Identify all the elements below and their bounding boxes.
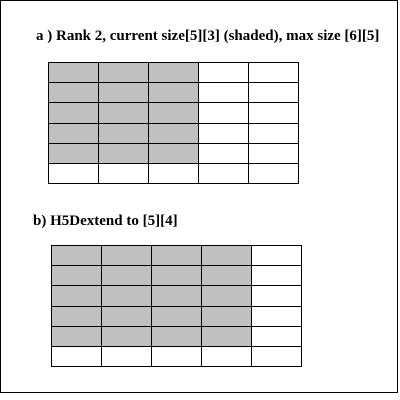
empty-cell: [102, 346, 151, 367]
empty-cell: [199, 63, 248, 83]
empty-cell: [249, 103, 298, 123]
shaded-cell: [149, 83, 198, 103]
shaded-cell: [152, 286, 201, 306]
shaded-cell: [52, 326, 101, 346]
shaded-cell: [102, 286, 151, 306]
diagram-frame: [0, 0, 398, 393]
shaded-cell: [99, 143, 148, 163]
shaded-cell: [152, 326, 201, 346]
shaded-cell: [52, 306, 101, 326]
shaded-cell: [49, 63, 98, 83]
shaded-cell: [52, 246, 101, 266]
shaded-cell: [152, 266, 201, 286]
empty-cell: [199, 103, 248, 123]
shaded-cell: [202, 326, 251, 346]
shaded-cell: [152, 306, 201, 326]
shaded-cell: [49, 83, 98, 103]
empty-cell: [252, 266, 301, 286]
empty-cell: [199, 163, 248, 184]
empty-cell: [249, 163, 298, 184]
shaded-cell: [202, 306, 251, 326]
shaded-cell: [99, 83, 148, 103]
shaded-cell: [202, 286, 251, 306]
shaded-cell: [149, 63, 198, 83]
empty-cell: [252, 326, 301, 346]
shaded-cell: [49, 123, 98, 143]
shaded-cell: [102, 266, 151, 286]
shaded-cell: [99, 103, 148, 123]
empty-cell: [99, 163, 148, 184]
empty-cell: [202, 346, 251, 367]
empty-cell: [52, 346, 101, 367]
shaded-cell: [49, 103, 98, 123]
empty-cell: [249, 123, 298, 143]
empty-cell: [49, 163, 98, 184]
shaded-cell: [202, 246, 251, 266]
shaded-cell: [99, 63, 148, 83]
shaded-cell: [102, 246, 151, 266]
empty-cell: [199, 123, 248, 143]
empty-cell: [249, 143, 298, 163]
caption-a: a ) Rank 2, current size[5][3] (shaded),…: [36, 28, 380, 44]
empty-cell: [199, 83, 248, 103]
empty-cell: [199, 143, 248, 163]
empty-cell: [249, 63, 298, 83]
shaded-cell: [99, 123, 148, 143]
empty-cell: [252, 346, 301, 367]
shaded-cell: [102, 326, 151, 346]
empty-cell: [252, 306, 301, 326]
empty-cell: [152, 346, 201, 367]
shaded-cell: [149, 143, 198, 163]
empty-cell: [249, 83, 298, 103]
dataset-grid-b: [51, 245, 302, 368]
shaded-cell: [149, 103, 198, 123]
empty-cell: [149, 163, 198, 184]
empty-cell: [252, 246, 301, 266]
shaded-cell: [152, 246, 201, 266]
dataset-grid-a: [48, 62, 299, 185]
shaded-cell: [52, 266, 101, 286]
shaded-cell: [49, 143, 98, 163]
empty-cell: [252, 286, 301, 306]
shaded-cell: [202, 266, 251, 286]
shaded-cell: [149, 123, 198, 143]
shaded-cell: [52, 286, 101, 306]
caption-b: b) H5Dextend to [5][4]: [33, 213, 178, 229]
shaded-cell: [102, 306, 151, 326]
